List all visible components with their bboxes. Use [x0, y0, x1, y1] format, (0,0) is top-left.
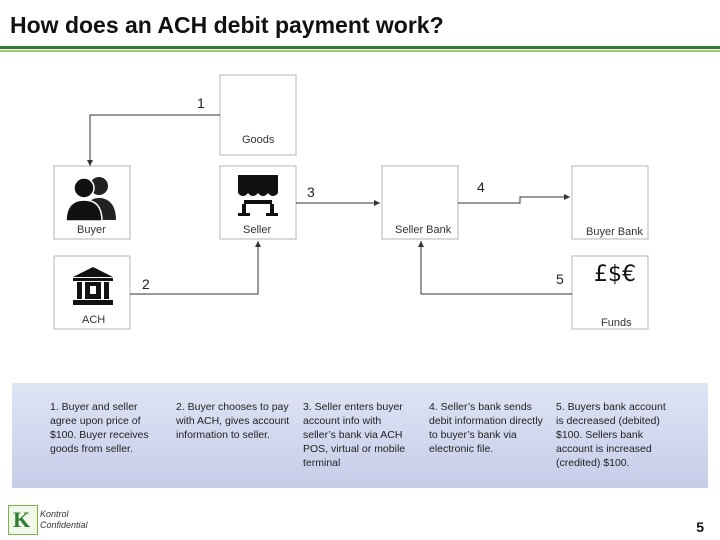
seller-label: Seller [243, 224, 272, 236]
flow-arrow-1 [87, 114, 220, 166]
step-number-3: 3 [307, 184, 315, 200]
flow-arrow-2 [130, 241, 261, 295]
footer-confidential-label: Confidential [40, 520, 88, 530]
seller-bank-label: Seller Bank [395, 224, 452, 236]
step-3-note: 3. Seller enters buyer account info with… [303, 401, 406, 469]
buyer-label: Buyer [77, 224, 106, 236]
flow-arrow-5 [418, 241, 572, 295]
bank-building-icon [73, 267, 113, 305]
title-rule-accent [0, 50, 720, 52]
footer-confidential: Kontrol Confidential [40, 509, 88, 531]
kontrol-logo: K [8, 505, 38, 535]
currency-symbols-icon: £$€ [594, 262, 636, 287]
flow-arrow-4 [458, 194, 570, 204]
step-2-note: 2. Buyer chooses to pay with ACH, gives … [176, 401, 290, 441]
notes-panel [12, 383, 708, 488]
buyer-people-icon [65, 177, 116, 222]
buyer-bank-label: Buyer Bank [586, 226, 643, 238]
funds-box [571, 255, 649, 330]
ach-label: ACH [82, 314, 106, 326]
ach-box [53, 255, 131, 330]
title-rule [0, 46, 720, 49]
step-5-note: 5. Buyers bank account is decreased (deb… [556, 401, 666, 469]
page-number: 5 [696, 519, 704, 535]
goods-label: Goods [242, 134, 275, 146]
step-number-2: 2 [142, 276, 150, 292]
step-1-note: 1. Buyer and seller agree upon price of … [50, 401, 149, 455]
step-number-1: 1 [197, 95, 205, 111]
page-title: How does an ACH debit payment work? [10, 12, 444, 38]
step-4-note: 4. Seller’s bank sends debit information… [429, 401, 543, 455]
step-number-4: 4 [477, 179, 485, 195]
buyer-bank-box [571, 165, 649, 240]
footer-company: Kontrol [40, 509, 69, 519]
storefront-icon [238, 175, 278, 216]
buyer-box [53, 165, 131, 240]
funds-label: Funds [601, 317, 632, 329]
step-number-5: 5 [556, 271, 564, 287]
